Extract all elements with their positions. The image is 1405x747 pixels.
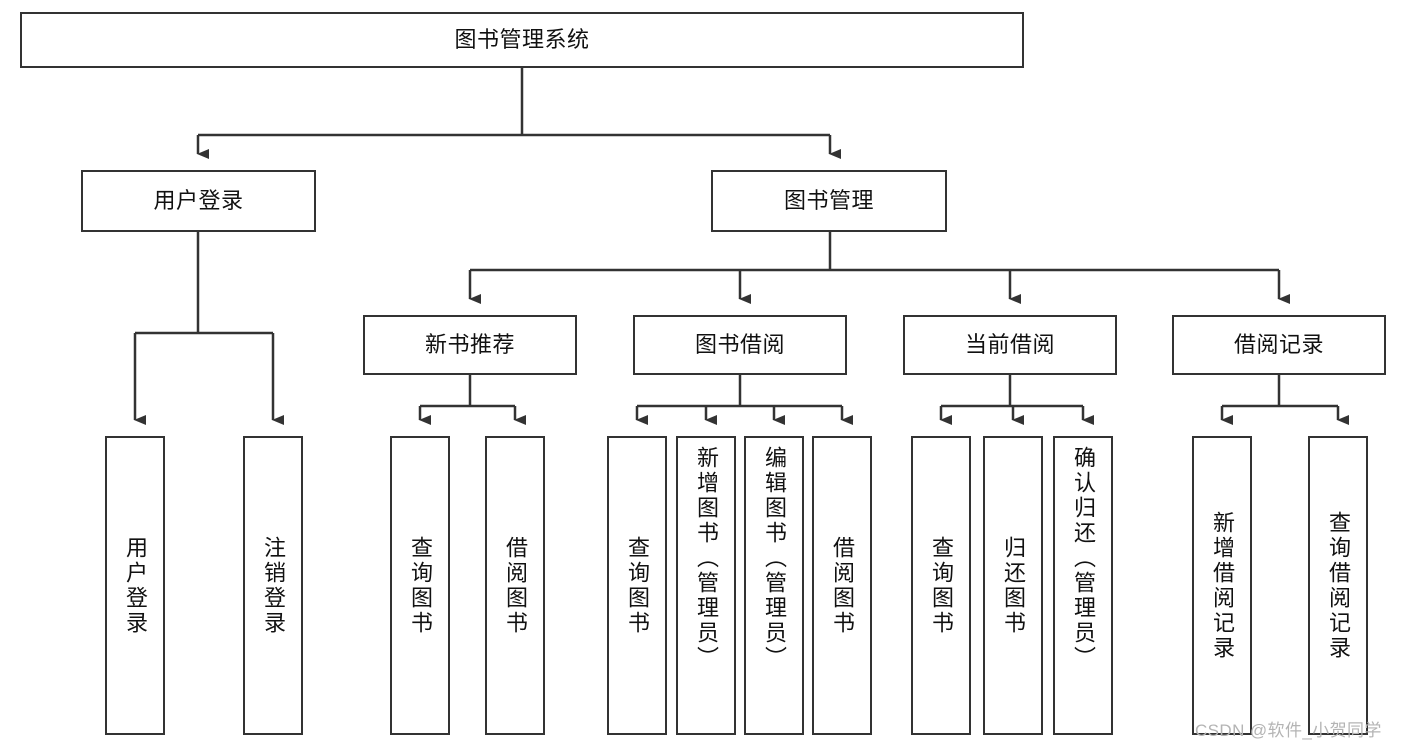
leaf-borrow-edit-book-admin[interactable]: 编辑图书（管理员） <box>744 436 804 735</box>
leaf-record-add-borrow-record[interactable]: 新增借阅记录 <box>1192 436 1252 735</box>
leaf-borrow-add-book-admin[interactable]: 新增图书（管理员） <box>676 436 736 735</box>
node-root-system[interactable]: 图书管理系统 <box>20 12 1024 68</box>
leaf-current-confirm-return-admin[interactable]: 确认归还（管理员） <box>1053 436 1113 735</box>
node-new-book-recommend[interactable]: 新书推荐 <box>363 315 577 375</box>
node-current-borrow[interactable]: 当前借阅 <box>903 315 1117 375</box>
leaf-recommend-borrow-book[interactable]: 借阅图书 <box>485 436 545 735</box>
leaf-current-query-book[interactable]: 查询图书 <box>911 436 971 735</box>
node-book-borrow[interactable]: 图书借阅 <box>633 315 847 375</box>
leaf-borrow-query-book[interactable]: 查询图书 <box>607 436 667 735</box>
node-book-management[interactable]: 图书管理 <box>711 170 947 232</box>
leaf-record-query-borrow-record[interactable]: 查询借阅记录 <box>1308 436 1368 735</box>
leaf-borrow-borrow-book[interactable]: 借阅图书 <box>812 436 872 735</box>
leaf-current-return-book[interactable]: 归还图书 <box>983 436 1043 735</box>
node-user-login[interactable]: 用户登录 <box>81 170 316 232</box>
csdn-watermark: CSDN @软件_小贺同学 <box>1195 721 1382 740</box>
leaf-recommend-query-book[interactable]: 查询图书 <box>390 436 450 735</box>
node-borrow-record[interactable]: 借阅记录 <box>1172 315 1386 375</box>
leaf-user-login[interactable]: 用户登录 <box>105 436 165 735</box>
leaf-user-logout[interactable]: 注销登录 <box>243 436 303 735</box>
